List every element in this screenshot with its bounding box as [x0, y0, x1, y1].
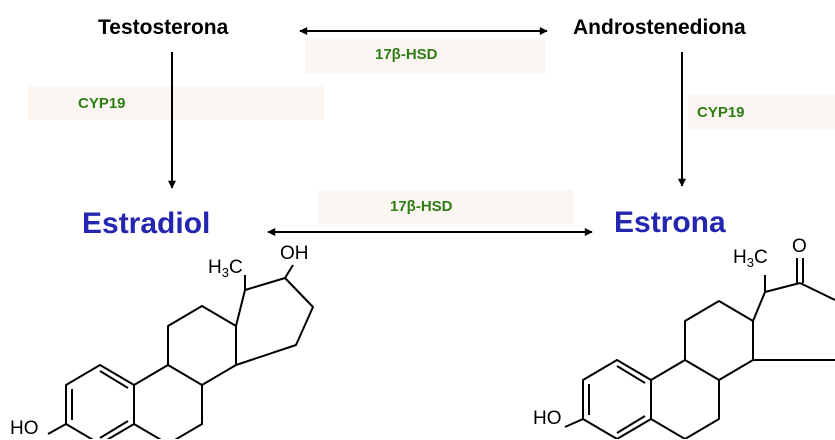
label-androstenediona: Androstenediona — [573, 16, 746, 39]
enzyme-band-hsd-top — [305, 38, 545, 74]
estrona-ketone-label: O — [792, 236, 807, 257]
estrona-phenol-label: HO — [533, 408, 562, 429]
estradiol-phenol-label: HO — [10, 418, 39, 439]
label-enzyme-hsd-bottom: 17β-HSD — [390, 198, 453, 215]
label-enzyme-hsd-top: 17β-HSD — [375, 46, 438, 63]
label-testosterona: Testosterona — [98, 16, 229, 39]
estrona-methyl-label: H3C — [733, 247, 768, 270]
label-enzyme-cyp-right: CYP19 — [697, 104, 745, 121]
estradiol-hydroxyl-label: OH — [280, 243, 309, 264]
label-estrona: Estrona — [614, 206, 726, 239]
enzyme-band-cyp-left — [28, 86, 324, 120]
enzyme-band-hsd-bottom — [318, 190, 573, 224]
label-estradiol: Estradiol — [82, 207, 211, 240]
estradiol-structure — [47, 264, 314, 439]
enzyme-band-cyp-right — [688, 94, 835, 130]
estrona-structure — [564, 258, 835, 439]
estradiol-methyl-label: H3C — [208, 257, 243, 280]
label-enzyme-cyp-left: CYP19 — [78, 95, 126, 112]
